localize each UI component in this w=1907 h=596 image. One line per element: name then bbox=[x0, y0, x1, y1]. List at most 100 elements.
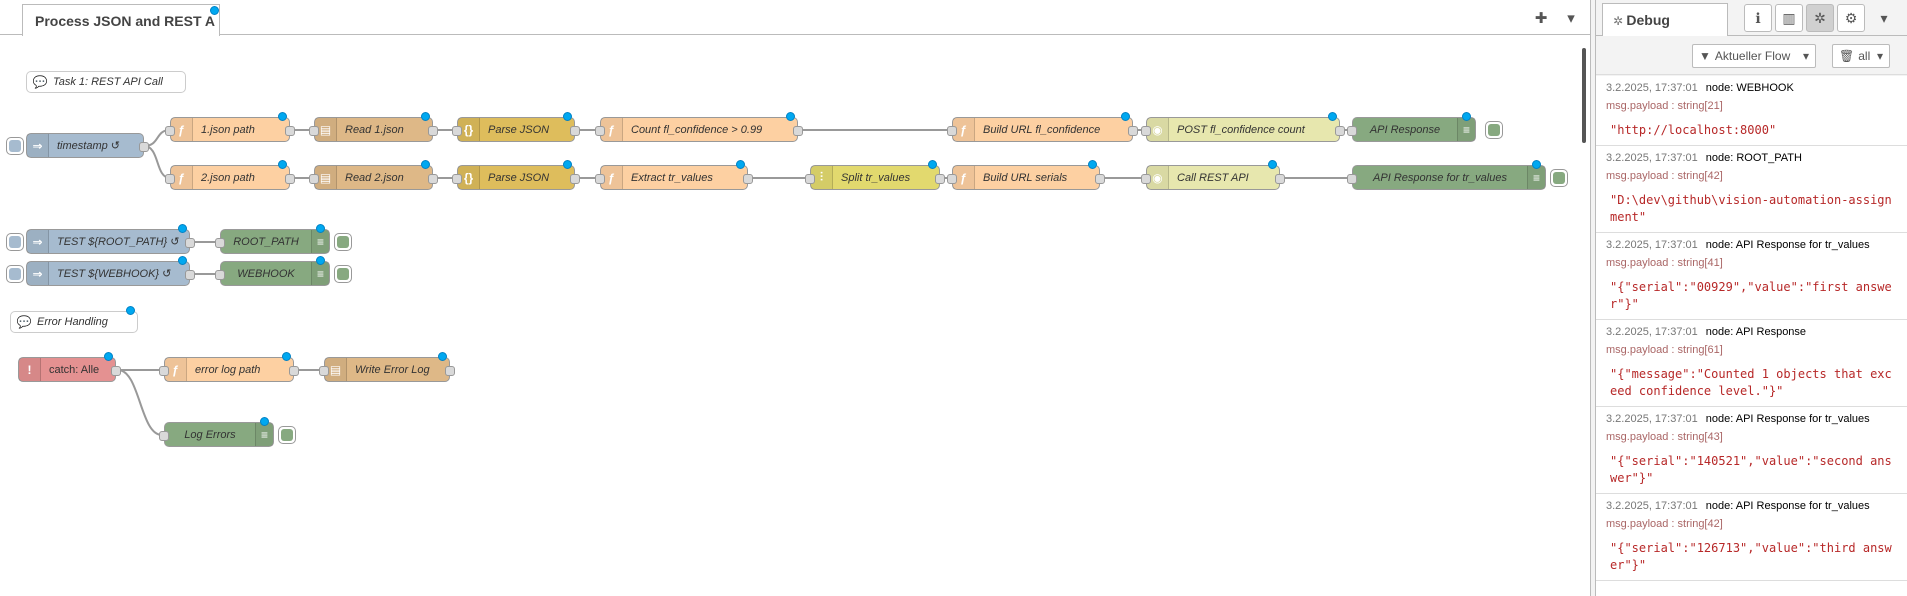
comment-error-handling[interactable]: 💬Error Handling bbox=[10, 306, 138, 333]
node-split-tr-values[interactable]: ⫶Split tr_values bbox=[805, 160, 945, 190]
node-call-rest-api[interactable]: ◉Call REST API bbox=[1141, 160, 1285, 190]
status-indicator bbox=[178, 256, 187, 265]
status-indicator bbox=[563, 112, 572, 121]
debug-toolbar: ▼Aktueller Flow▾ 🗑all▾ bbox=[1596, 37, 1907, 75]
status-indicator bbox=[278, 160, 287, 169]
debug-toggle-log-errors[interactable] bbox=[278, 426, 296, 444]
status-indicator bbox=[316, 224, 325, 233]
node-catch-all[interactable]: !catch: Alle bbox=[18, 352, 121, 382]
debug-sidebar: ✲ Debug ℹ ▥ ✲ ⚙ ▾ ▼Aktueller Flow▾ 🗑all▾… bbox=[1596, 0, 1907, 596]
help-button[interactable]: ▥ bbox=[1775, 4, 1803, 32]
flow-workspace: Process JSON and REST A ✚ ▾ bbox=[0, 0, 1590, 596]
node-log-errors[interactable]: Log Errors≡ bbox=[159, 417, 274, 447]
message-value[interactable]: "{"serial":"140521","value":"second answ… bbox=[1610, 454, 1892, 485]
file-icon: ▤ bbox=[315, 166, 337, 189]
debug-toggle-webhook[interactable] bbox=[334, 265, 352, 283]
message-value[interactable]: "{"serial":"126713","value":"third answe… bbox=[1610, 541, 1892, 572]
node-timestamp[interactable]: ⇒timestamp ↺ bbox=[26, 133, 149, 158]
status-indicator bbox=[736, 160, 745, 169]
message-topic: msg.payload : string[42] bbox=[1606, 518, 1723, 530]
node-read-2json[interactable]: ▤Read 2.json bbox=[309, 160, 438, 190]
sidebar-menu-button[interactable]: ▾ bbox=[1870, 4, 1898, 32]
add-flow-button[interactable]: ✚ bbox=[1528, 6, 1554, 30]
list-icon: ≡ bbox=[311, 230, 329, 253]
comment-task1[interactable]: 💬Task 1: REST API Call bbox=[26, 71, 186, 93]
flow-list-button[interactable]: ▾ bbox=[1558, 6, 1584, 30]
filter-dropdown[interactable]: ▼Aktueller Flow▾ bbox=[1692, 44, 1816, 68]
clear-dropdown[interactable]: 🗑all▾ bbox=[1832, 44, 1890, 68]
node-read-1json[interactable]: ▤Read 1.json bbox=[309, 112, 438, 142]
tab-changed-indicator bbox=[210, 6, 219, 15]
arrow-right-icon: ⇒ bbox=[27, 230, 49, 253]
inject-button-test-webhook[interactable] bbox=[6, 265, 24, 283]
message-topic: msg.payload : string[61] bbox=[1606, 344, 1723, 356]
message-value[interactable]: "{"message":"Counted 1 objects that exce… bbox=[1610, 367, 1892, 398]
node-root-path[interactable]: ROOT_PATH≡ bbox=[215, 224, 330, 254]
node-api-response[interactable]: API Response≡ bbox=[1347, 112, 1476, 142]
node-test-webhook[interactable]: ⇒TEST ${WEBHOOK} ↺ bbox=[26, 256, 195, 286]
bug-icon: ✲ bbox=[1814, 9, 1826, 26]
tab-debug[interactable]: ✲ Debug bbox=[1602, 3, 1728, 36]
function-icon: ƒ bbox=[601, 166, 623, 189]
trash-icon: 🗑 bbox=[1839, 49, 1855, 63]
node-parse-json-2[interactable]: {}Parse JSON bbox=[452, 160, 580, 190]
inject-button-test-root[interactable] bbox=[6, 233, 24, 251]
flow-tab-bar: Process JSON and REST A ✚ ▾ bbox=[0, 0, 1590, 36]
debug-button[interactable]: ✲ bbox=[1806, 4, 1834, 32]
flow-tab[interactable]: Process JSON and REST A bbox=[22, 4, 220, 36]
status-indicator bbox=[928, 160, 937, 169]
node-parse-json-1[interactable]: {}Parse JSON bbox=[452, 112, 580, 142]
info-button[interactable]: ℹ bbox=[1744, 4, 1772, 32]
status-indicator bbox=[1088, 160, 1097, 169]
message-value[interactable]: "D:\dev\github\vision-automation-assignm… bbox=[1610, 193, 1892, 224]
status-indicator bbox=[126, 306, 135, 315]
comment-icon: 💬 bbox=[16, 315, 32, 329]
message-topic: msg.payload : string[43] bbox=[1606, 431, 1723, 443]
braces-icon: {} bbox=[458, 166, 480, 189]
debug-toggle-api-response[interactable] bbox=[1485, 121, 1503, 139]
node-api-response-tr-values[interactable]: API Response for tr_values≡ bbox=[1347, 160, 1546, 190]
message-value[interactable]: "{"serial":"00929","value":"first answer… bbox=[1610, 280, 1892, 311]
status-indicator bbox=[278, 112, 287, 121]
sidebar-splitter[interactable] bbox=[1590, 0, 1596, 596]
message-topic: msg.payload : string[21] bbox=[1606, 100, 1723, 112]
status-indicator bbox=[786, 112, 795, 121]
filter-icon: ▼ bbox=[1699, 49, 1711, 63]
inject-button-timestamp[interactable] bbox=[6, 137, 24, 155]
status-indicator bbox=[1121, 112, 1130, 121]
debug-toggle-root-path[interactable] bbox=[334, 233, 352, 251]
list-icon: ≡ bbox=[1527, 166, 1545, 189]
node-post-confidence[interactable]: ◉POST fl_confidence count bbox=[1141, 112, 1345, 142]
node-test-root-path[interactable]: ⇒TEST ${ROOT_PATH} ↺ bbox=[26, 224, 195, 254]
status-indicator bbox=[563, 160, 572, 169]
node-write-error-log[interactable]: ▤Write Error Log bbox=[319, 352, 455, 382]
status-indicator bbox=[421, 112, 430, 121]
info-icon: ℹ bbox=[1755, 9, 1761, 26]
caret-down-icon: ▾ bbox=[1880, 9, 1888, 26]
node-webhook[interactable]: WEBHOOK≡ bbox=[215, 256, 330, 286]
message-value[interactable]: "http://localhost:8000" bbox=[1610, 123, 1777, 137]
globe-icon: ◉ bbox=[1147, 166, 1169, 189]
arrow-right-icon: ⇒ bbox=[27, 134, 49, 157]
function-icon: ƒ bbox=[171, 118, 193, 141]
config-button[interactable]: ⚙ bbox=[1837, 4, 1865, 32]
debug-toggle-api-response-tr-values[interactable] bbox=[1550, 169, 1568, 187]
canvas-scrollbar[interactable] bbox=[1582, 48, 1586, 143]
